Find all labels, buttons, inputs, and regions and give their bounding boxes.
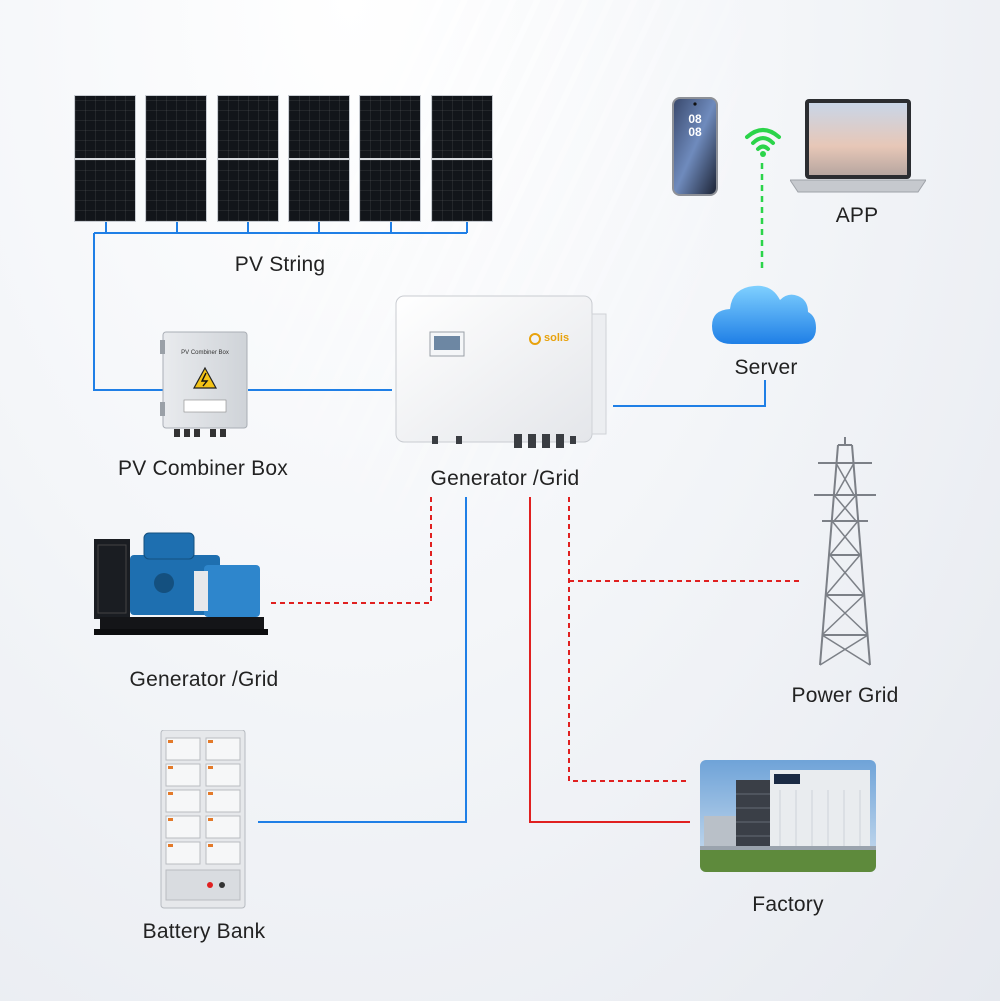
server-label: Server: [734, 356, 798, 379]
cloud-icon: [710, 278, 818, 348]
laptop-icon: [789, 98, 927, 194]
pv-string-bus-line: [93, 222, 468, 391]
smartphone-icon: 08 08: [671, 96, 719, 197]
inverter-to-factory-line: [529, 497, 690, 823]
battery-bank-label: Battery Bank: [142, 920, 266, 943]
solar-panel-icon: [217, 95, 279, 222]
generator-label: Generator /Grid: [129, 668, 279, 691]
pv-combiner-box-label: PV Combiner Box: [118, 457, 288, 480]
solar-panel-icon: [145, 95, 207, 222]
solar-panel-icon: [431, 95, 493, 222]
inverter-to-battery-line: [258, 497, 467, 823]
solar-panel-icon: [74, 95, 136, 222]
combiner-box-icon: PV Combiner Box: [160, 330, 250, 440]
diesel-generator-icon: [94, 525, 268, 645]
inverter-label: Generator /Grid: [430, 467, 580, 490]
factory-building-icon: [700, 760, 876, 872]
solar-panel-icon: [359, 95, 421, 222]
phone-time: 08 08: [688, 112, 702, 139]
transmission-tower-icon: [808, 435, 882, 667]
app-label: APP: [835, 204, 879, 227]
inverter-icon: solis: [392, 292, 614, 457]
factory-label: Factory: [752, 893, 824, 916]
inverter-to-power-grid-line: [568, 497, 690, 782]
wifi-icon: [743, 124, 783, 158]
combiner-box-title: PV Combiner Box: [181, 350, 229, 356]
inverter-to-generator-line: [268, 497, 432, 604]
power-grid-label: Power Grid: [791, 684, 899, 707]
inverter-brand: solis: [544, 332, 570, 344]
battery-rack-icon: [160, 729, 246, 910]
inverter-to-server-line: [613, 380, 766, 407]
solar-panel-icon: [288, 95, 350, 222]
pv-string-label: PV String: [234, 253, 326, 276]
